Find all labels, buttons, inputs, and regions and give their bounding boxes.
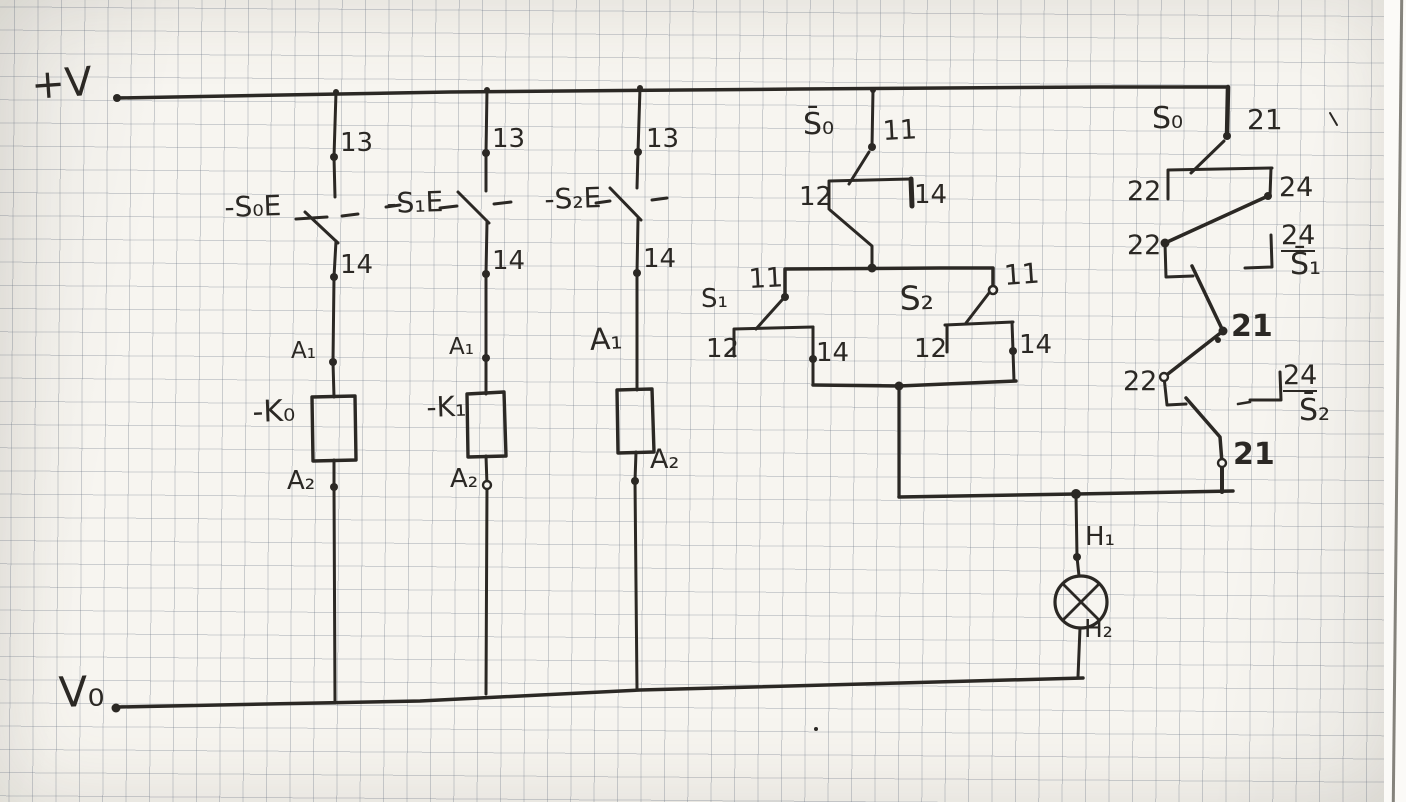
branch-k0-nodes [329,89,339,491]
middle-bus-wire [783,266,995,299]
label-b1-a2: A₂ [287,466,316,496]
branch-k1-nodes [482,87,490,362]
label-b3-13: 13 [646,124,680,154]
contact-rs1bar-arm [1190,264,1225,333]
branch-k1-a2-node [481,479,493,491]
label-lamp-h1: H₁ [1085,522,1115,552]
label-b3-14: 14 [643,244,677,274]
contact-s2-14-node [1009,347,1017,355]
right-chain-nodes [1160,132,1272,343]
s2-11-node [987,284,999,296]
label-r-s2bar: S̄₂ [1299,393,1331,428]
label-b1-14: 14 [340,250,374,280]
label-b2-a1: A₁ [449,334,474,360]
label-r-24a: 24 [1279,172,1314,203]
label-b2-13: 13 [492,124,526,154]
lamp-x [1061,582,1101,622]
label-s0bar-name: S̄₀ [803,107,835,142]
label-s1-name: S₁ [701,284,728,314]
label-r-21c: 21 [1233,437,1275,472]
label-s0bar-11: 11 [881,114,918,147]
label-s1-12: 12 [706,334,740,364]
s2bar-24-bracket [1248,370,1283,402]
label-r-s1bar: S̄₁ [1290,247,1322,282]
label-b2-coil: -K₁ [425,389,467,424]
top-rail-terminal [113,94,121,102]
rs2bar-21-node [1216,457,1228,469]
contact-s0bar-14-stub [908,176,915,209]
contact-s2 [943,291,1016,383]
branch-k2 [594,86,669,691]
contact-rs2bar-arm [1184,396,1224,465]
contact-s0bar [827,88,915,271]
label-r-24c: 24 [1283,360,1318,392]
coil-k0-rect [310,394,358,463]
rs2bar-22-node [1158,371,1170,383]
contact-s1 [732,298,815,387]
bottom-rail-wire [116,676,1085,709]
branch-k0 [294,90,402,704]
label-r-s0: S₀ [1152,101,1184,136]
branch-k2-nodes [631,85,643,485]
label-s0bar-14: 14 [914,180,948,210]
coil-k1-rect [465,390,508,459]
pushbutton-s1e-contact [456,190,491,225]
label-r-21b: 21 [1231,309,1273,344]
pushbutton-s0e-actuator-dashes [294,203,402,221]
right-contact-chain [1162,84,1283,494]
contacts-14-bus-wire [811,379,1018,388]
label-r-21a: 21 [1247,103,1283,136]
contact-s1-14-node [809,355,817,363]
label-s0bar-12: 12 [799,182,833,212]
coil-k2-rect [615,387,656,455]
label-b1-13: 13 [340,128,374,158]
label-r-24b: 24 [1281,220,1316,252]
label-b2-a2: A₂ [450,464,479,494]
contact-rs0-arm [1189,139,1226,175]
contact-s1-arm [754,298,784,331]
label-b3-a1: A₁ [588,321,624,358]
label-s2-12: 12 [914,334,948,364]
label-v0: V₀ [57,666,106,717]
label-plus-v: +V [29,58,94,109]
label-b3-a2: A₂ [650,444,680,475]
label-s2-14: 14 [1019,330,1053,360]
s2bar-24-tick [1236,400,1252,406]
lamp-h1-node [1073,553,1081,561]
label-s2-11: 11 [1002,256,1041,292]
contact-s2-arm [964,291,991,325]
label-b2-switch: -S₁E [385,185,444,220]
lower-bus-wire [897,489,1235,499]
label-r-22a: 22 [1127,176,1162,207]
bottom-rail-terminal [111,703,121,713]
label-b3-switch: -S₂E [543,181,602,216]
label-r-22b: 22 [1127,230,1162,261]
contact-s0bar-arm [847,150,871,186]
stray-dot [814,727,818,731]
stray-mark [1329,112,1338,126]
pushbutton-s1e-actuator-dashes [438,200,513,210]
label-lamp-h2: H₂ [1084,614,1113,643]
pushbutton-s2e-contact [608,186,643,222]
label-r-22c: 22 [1123,366,1158,397]
label-b1-a1: A₁ [291,338,316,364]
label-b1-coil: -K₀ [251,393,296,430]
top-rail-wire [115,85,1229,100]
label-s1-11: 11 [747,262,784,295]
label-b2-14: 14 [492,246,526,276]
label-s1-14: 14 [816,338,850,368]
s1bar-24-bracket [1243,233,1274,270]
label-s2-name: S₂ [898,277,935,318]
pushbutton-s2e-actuator-dashes [594,196,669,205]
label-b1-switch: -S₀E [223,189,282,224]
